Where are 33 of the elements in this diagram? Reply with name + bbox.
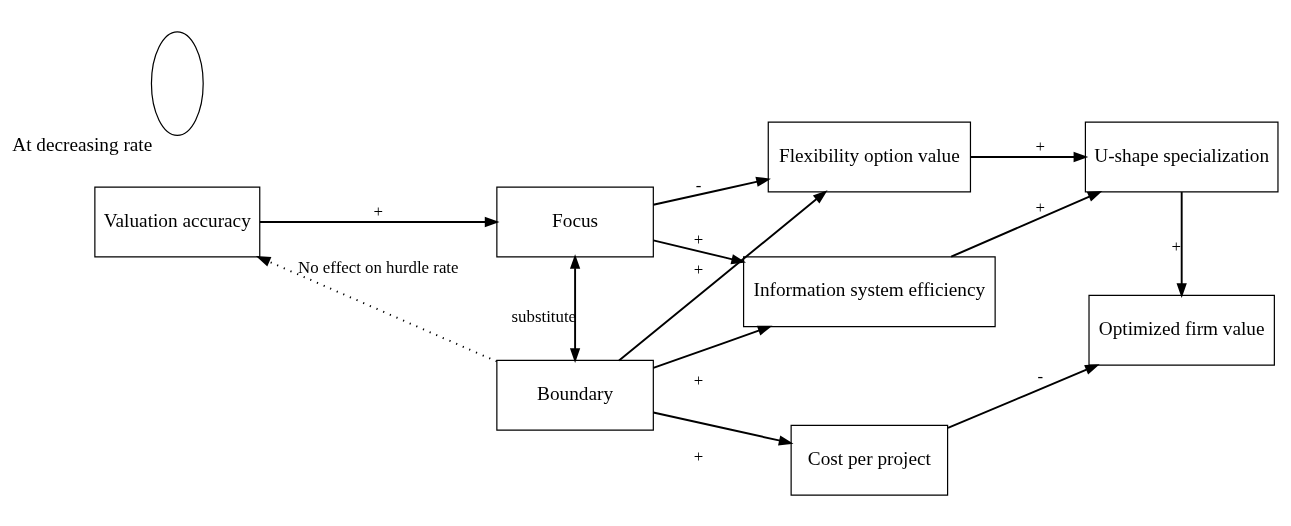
edge-label: No effect on hurdle rate <box>298 257 459 277</box>
node-label: At decreasing rate <box>12 133 153 155</box>
edge-label: + <box>1035 136 1046 156</box>
node-box: Valuation accuracy <box>94 185 261 257</box>
edge-label: + <box>693 446 704 466</box>
arrow <box>652 325 773 369</box>
arrow <box>569 253 581 363</box>
arrow <box>652 238 747 264</box>
arrow <box>618 189 828 361</box>
edge-label: + <box>1035 197 1046 217</box>
node-box: U-shape specialization <box>1084 121 1279 192</box>
node-box: Cost per project <box>790 424 949 496</box>
arrow <box>259 216 500 227</box>
edge-label: + <box>1171 236 1182 256</box>
node-box: Information system efficiency <box>743 255 996 327</box>
node-box: Optimized firm value <box>1088 294 1275 366</box>
node-ellipse <box>150 30 204 136</box>
edge-label: - <box>695 175 702 195</box>
edge-label: + <box>693 229 704 249</box>
edge-label: - <box>1037 366 1044 386</box>
arrow <box>255 255 498 362</box>
arrow <box>947 363 1100 429</box>
edge-label: + <box>693 370 704 390</box>
edge-label: + <box>373 201 384 221</box>
arrow <box>652 411 794 445</box>
arrow <box>950 190 1103 258</box>
edge-label: + <box>693 259 704 279</box>
node-box: Focus <box>496 185 654 257</box>
arrow <box>652 176 771 206</box>
arrow <box>1176 190 1187 298</box>
node-box: Boundary <box>496 359 654 431</box>
arrow <box>969 151 1089 162</box>
node-box: Flexibility option value <box>767 121 972 192</box>
